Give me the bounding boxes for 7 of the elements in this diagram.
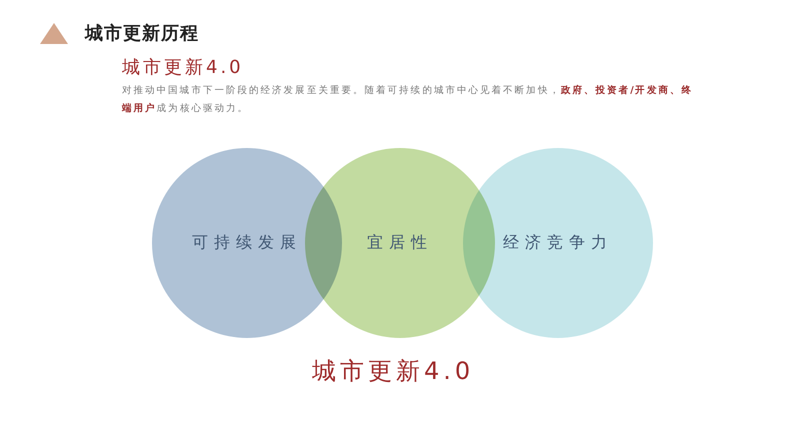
- circle-label: 经济竞争力: [502, 232, 614, 254]
- center-heading: 城市更新4.0: [312, 356, 474, 387]
- circle-label: 可持续发展: [191, 232, 303, 254]
- body-paragraph: 对推动中国城市下一阶段的经济发展至关重要。随着可持续的城市中心见着不断加快，政府、投资者/开发商、终端用户成为核心驱动力。: [122, 84, 694, 116]
- page-title: 城市更新历程: [85, 22, 199, 45]
- section-heading: 城市更新4.0: [122, 56, 244, 79]
- circle-label: 宜居性: [366, 232, 434, 254]
